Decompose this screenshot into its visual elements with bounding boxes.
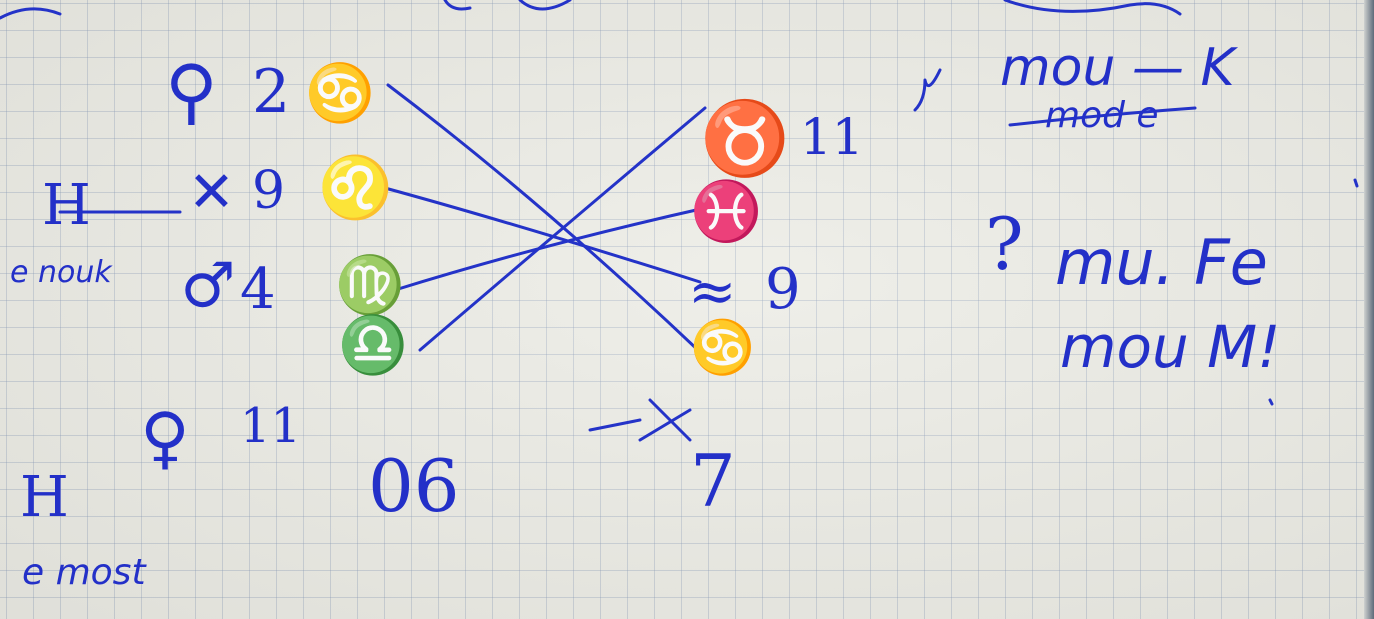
symbol-cancer-right: ♋ bbox=[690, 322, 755, 374]
ink-dot-1 bbox=[1355, 180, 1357, 186]
symbol-row2-b: ♌ bbox=[318, 158, 393, 218]
number-7-bottom: 7 bbox=[690, 445, 736, 517]
top-partial-stroke-left bbox=[445, 0, 470, 9]
word-mou-k: mou — K bbox=[1000, 42, 1235, 94]
question-mark: ? bbox=[985, 208, 1024, 280]
number-9: 9 bbox=[252, 165, 285, 217]
line-virgo-to-pisces bbox=[395, 208, 705, 290]
top-partial-stroke-right bbox=[1005, 0, 1180, 14]
word-mu-fe: mu. Fe bbox=[1055, 232, 1268, 294]
symbol-pisces: ♓ bbox=[690, 182, 762, 240]
arrow-strokes bbox=[590, 400, 690, 440]
symbol-row3-a: ♂ bbox=[180, 255, 236, 317]
number-2: 2 bbox=[252, 62, 290, 122]
symbol-row4: ♎ bbox=[338, 318, 408, 374]
line-leo-to-libra-sign bbox=[385, 188, 700, 282]
divider-bar bbox=[915, 70, 940, 110]
number-9-right: 9 bbox=[765, 262, 801, 318]
number-06: 06 bbox=[368, 450, 460, 522]
mark-h-row2: H bbox=[42, 178, 91, 234]
symbol-approx: ≈ bbox=[688, 262, 737, 320]
number-4: 4 bbox=[240, 262, 276, 318]
symbol-top-a: ⚲ bbox=[165, 55, 218, 127]
number-11-left: 11 bbox=[240, 402, 301, 450]
word-mou-m: mou M! bbox=[1060, 318, 1280, 376]
symbol-row2-a: ✕ bbox=[188, 165, 235, 221]
word-e-most: e most bbox=[22, 555, 146, 591]
symbol-top-b: ♋ bbox=[305, 66, 375, 122]
top-left-blot bbox=[0, 9, 60, 18]
symbol-row5: ♀ bbox=[140, 405, 190, 473]
word-e-nouk: e nouk bbox=[10, 258, 112, 288]
symbol-taurus: ♉ bbox=[700, 102, 790, 174]
top-partial-stroke-mid bbox=[520, 0, 570, 9]
ink-dot-2 bbox=[1270, 400, 1272, 404]
word-mod-e: mod e bbox=[1045, 98, 1159, 134]
symbol-row3-b: ♍ bbox=[335, 258, 405, 314]
mark-h-bottom: H bbox=[20, 470, 69, 526]
number-11-right: 11 bbox=[800, 112, 864, 162]
